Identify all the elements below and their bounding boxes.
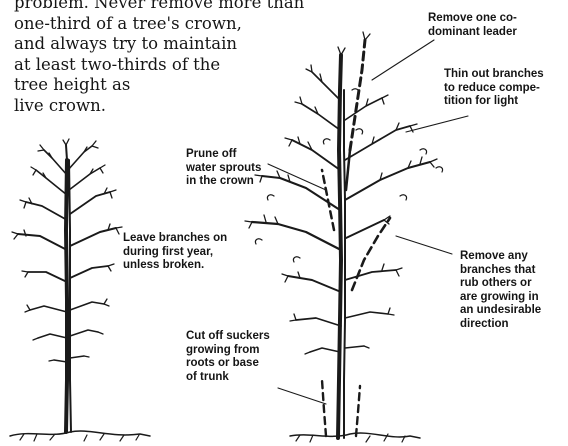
- label-line: are growing in: [460, 291, 541, 305]
- label-line: unless broken.: [123, 259, 227, 273]
- label-line: Prune off: [186, 148, 261, 162]
- label-line: Remove one co-: [428, 12, 517, 26]
- label-codominant-leader: Remove one co- dominant leader: [428, 12, 517, 39]
- large-tree: [245, 32, 443, 442]
- label-line: branches that: [460, 264, 541, 278]
- label-line: during first year,: [123, 246, 227, 260]
- label-water-sprouts: Prune off water sprouts in the crown: [186, 148, 261, 189]
- label-line: an undesirable: [460, 304, 541, 318]
- label-leave-branches: Leave branches on during first year, unl…: [123, 232, 227, 273]
- leader-suckers: [278, 388, 326, 404]
- label-line: of trunk: [186, 371, 270, 385]
- label-line: rub others or: [460, 277, 541, 291]
- label-line: Cut off suckers: [186, 330, 270, 344]
- label-line: dominant leader: [428, 26, 517, 40]
- leader-rubbing: [396, 236, 452, 254]
- leader-codominant: [372, 40, 434, 80]
- small-tree: [10, 139, 150, 441]
- label-line: water sprouts: [186, 162, 261, 176]
- label-line: direction: [460, 318, 541, 332]
- label-thin-branches: Thin out branches to reduce compe- titio…: [444, 68, 544, 109]
- callout-lines: [268, 40, 468, 404]
- label-line: Leave branches on: [123, 232, 227, 246]
- label-line: tition for light: [444, 95, 544, 109]
- label-line: roots or base: [186, 357, 270, 371]
- label-remove-rubbing: Remove any branches that rub others or a…: [460, 250, 541, 331]
- label-line: growing from: [186, 344, 270, 358]
- label-line: in the crown: [186, 175, 261, 189]
- label-suckers: Cut off suckers growing from roots or ba…: [186, 330, 270, 384]
- label-line: to reduce compe-: [444, 82, 544, 96]
- label-line: Thin out branches: [444, 68, 544, 82]
- label-line: Remove any: [460, 250, 541, 264]
